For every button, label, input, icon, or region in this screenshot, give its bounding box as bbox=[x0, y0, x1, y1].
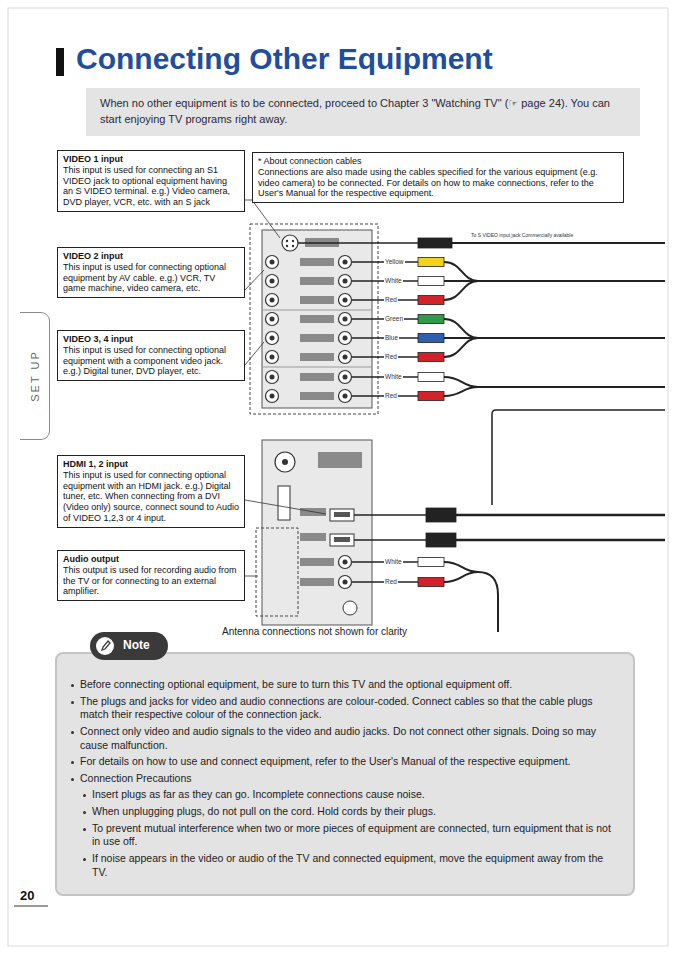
bullet-dot bbox=[83, 828, 86, 831]
bullet-text: The plugs and jacks for video and audio … bbox=[80, 695, 619, 722]
box-body: This input is used for connecting option… bbox=[63, 345, 239, 377]
bullet-text: Connection Precautions bbox=[80, 772, 192, 786]
colour-label: Yellow bbox=[384, 258, 405, 266]
box-body: This input is used for connecting an S1 … bbox=[63, 165, 239, 208]
description-box: VIDEO 1 inputThis input is used for conn… bbox=[57, 150, 245, 212]
figure-caption: Antenna connections not shown for clarit… bbox=[222, 626, 407, 637]
page-number: 20 bbox=[20, 888, 34, 903]
bullet-row: For details on how to use and connect eq… bbox=[69, 755, 619, 769]
bullet-text: Before connecting optional equipment, be… bbox=[80, 678, 512, 692]
bullet-row: Before connecting optional equipment, be… bbox=[69, 678, 619, 692]
box-heading: VIDEO 1 input bbox=[63, 154, 239, 165]
bullet-dot bbox=[71, 778, 74, 781]
section-tab-label: SET UP bbox=[29, 350, 41, 402]
pencil-icon bbox=[95, 636, 115, 656]
colour-label: White bbox=[384, 277, 403, 285]
bullet-row: When unplugging plugs, do not pull on th… bbox=[69, 805, 619, 819]
box-body: This output is used for recording audio … bbox=[63, 565, 239, 597]
bullet-text: Connect only video and audio signals to … bbox=[80, 725, 619, 752]
box-body: This input is used for connecting option… bbox=[63, 262, 239, 294]
upper-cables bbox=[298, 243, 665, 505]
description-box: VIDEO 3, 4 inputThis input is used for c… bbox=[57, 330, 245, 381]
colour-label: Blue bbox=[384, 334, 399, 342]
colour-label: White bbox=[384, 558, 403, 566]
page-title: Connecting Other Equipment bbox=[76, 42, 493, 76]
intro-band: When no other equipment is to be connect… bbox=[86, 88, 640, 136]
bullet-dot bbox=[71, 761, 74, 764]
page-number-rule bbox=[14, 906, 48, 907]
bullet-row: Connection Precautions bbox=[69, 772, 619, 786]
description-box: VIDEO 2 inputThis input is used for conn… bbox=[57, 247, 245, 298]
page-frame bbox=[8, 8, 668, 946]
colour-label: Red bbox=[384, 353, 398, 361]
box-heading: Audio output bbox=[63, 554, 239, 565]
description-box: HDMI 1, 2 inputThis input is used for co… bbox=[57, 455, 245, 528]
lower-jack-panel bbox=[256, 440, 372, 625]
intro-text: When no other equipment is to be connect… bbox=[100, 96, 626, 128]
colour-label: White bbox=[384, 373, 403, 381]
box-heading: VIDEO 3, 4 input bbox=[63, 334, 239, 345]
bullet-row: Insert plugs as far as they can go. Inco… bbox=[69, 788, 619, 802]
colour-label: Green bbox=[384, 315, 404, 323]
colour-label: Red bbox=[384, 296, 398, 304]
box-body: This input is used for connecting option… bbox=[63, 470, 239, 524]
title-marker bbox=[56, 48, 64, 76]
note-box: * About connection cablesConnections are… bbox=[252, 152, 624, 203]
colour-label: Red bbox=[384, 392, 398, 400]
note-heading: Note bbox=[123, 638, 150, 654]
bullet-dot bbox=[71, 684, 74, 687]
cable-note: To S VIDEO input jack Commercially avail… bbox=[470, 232, 574, 239]
upper-plugs bbox=[418, 238, 452, 401]
box-body: Connections are also made using the cabl… bbox=[258, 167, 618, 199]
bullet-text: To prevent mutual interference when two … bbox=[92, 822, 619, 849]
leader-lines bbox=[245, 200, 326, 576]
box-heading: HDMI 1, 2 input bbox=[63, 459, 239, 470]
bullet-text: When unplugging plugs, do not pull on th… bbox=[92, 805, 436, 819]
note-panel: NoteBefore connecting optional equipment… bbox=[55, 652, 635, 896]
bullet-dot bbox=[83, 858, 86, 861]
description-box: Audio outputThis output is used for reco… bbox=[57, 550, 245, 601]
bullet-dot bbox=[71, 701, 74, 704]
bullet-row: Connect only video and audio signals to … bbox=[69, 725, 619, 752]
bullet-text: If noise appears in the video or audio o… bbox=[92, 852, 619, 879]
bullet-row: The plugs and jacks for video and audio … bbox=[69, 695, 619, 722]
note-tab: Note bbox=[90, 632, 168, 660]
box-heading: * About connection cables bbox=[258, 156, 618, 167]
side-tab: SET UP bbox=[20, 312, 50, 440]
bullet-row: If noise appears in the video or audio o… bbox=[69, 852, 619, 879]
lower-plugs bbox=[418, 508, 456, 587]
box-heading: VIDEO 2 input bbox=[63, 251, 239, 262]
lower-cables bbox=[352, 515, 665, 632]
bullet-text: Insert plugs as far as they can go. Inco… bbox=[92, 788, 425, 802]
bullet-row: To prevent mutual interference when two … bbox=[69, 822, 619, 849]
bullet-dot bbox=[71, 731, 74, 734]
bullet-dot bbox=[83, 811, 86, 814]
bullet-text: For details on how to use and connect eq… bbox=[80, 755, 571, 769]
bullet-dot bbox=[83, 794, 86, 797]
colour-label: Red bbox=[384, 578, 398, 586]
